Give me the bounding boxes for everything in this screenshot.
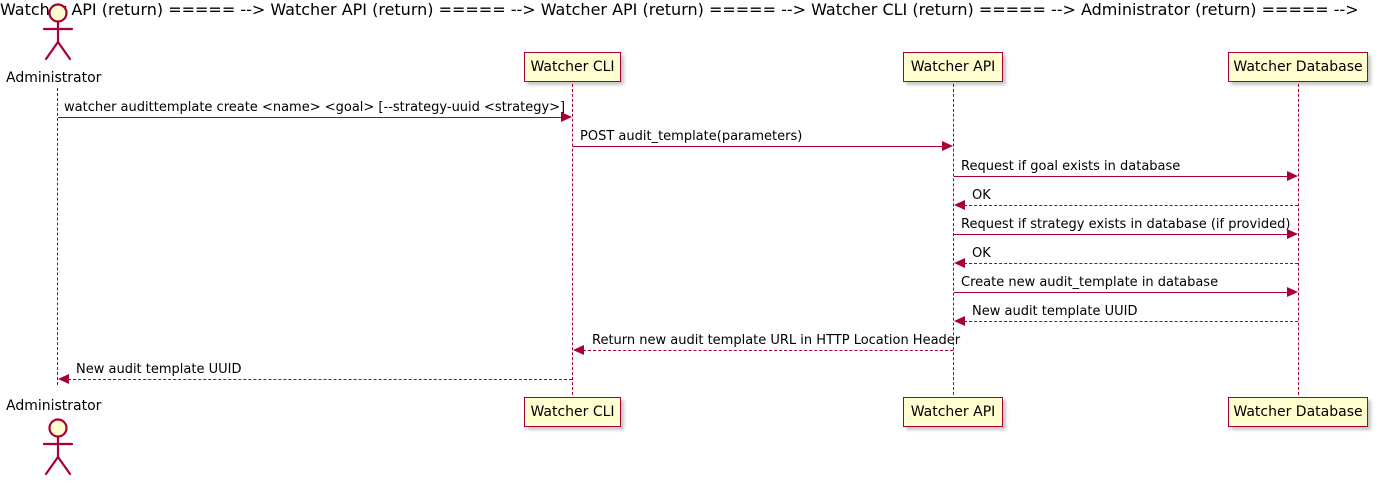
participant-label-watcher-api-bottom: Watcher API <box>910 404 996 420</box>
message-line-8 <box>583 350 953 351</box>
participant-box-watcher-cli-bottom[interactable]: Watcher CLI <box>524 397 621 427</box>
participant-label-watcher-api-top: Watcher API <box>910 59 996 75</box>
message-arrowhead-8 <box>573 345 584 355</box>
participant-box-watcher-database-bottom[interactable]: Watcher Database <box>1228 397 1368 427</box>
message-label-8: Return new audit template URL in HTTP Lo… <box>592 333 961 348</box>
message-line-2 <box>954 176 1288 177</box>
message-label-7: New audit template UUID <box>972 304 1138 319</box>
message-label-1: POST audit_template(parameters) <box>580 129 803 144</box>
actor-administrator-top <box>30 2 86 68</box>
lifeline-watcher-database <box>1298 84 1299 395</box>
participant-label-watcher-database-top: Watcher Database <box>1233 59 1363 75</box>
message-arrowhead-6 <box>1287 287 1298 297</box>
message-line-9 <box>68 379 572 380</box>
message-label-9: New audit template UUID <box>76 362 242 377</box>
actor-label-administrator-top: Administrator <box>6 70 102 86</box>
message-line-1 <box>573 146 943 147</box>
message-line-5 <box>964 263 1298 264</box>
message-label-6: Create new audit_template in database <box>961 275 1219 290</box>
lifeline-watcher-api <box>953 84 954 395</box>
participant-box-watcher-api-top[interactable]: Watcher API <box>903 52 1003 82</box>
message-line-7 <box>964 321 1298 322</box>
message-label-4: Request if strategy exists in database (… <box>961 217 1291 232</box>
message-label-3: OK <box>972 188 991 203</box>
message-line-3 <box>964 205 1298 206</box>
actor-administrator-bottom <box>30 417 86 483</box>
message-arrowhead-5 <box>954 258 965 268</box>
message-line-4 <box>954 234 1288 235</box>
participant-box-watcher-cli-top[interactable]: Watcher CLI <box>524 52 621 82</box>
message-label-5: OK <box>972 246 991 261</box>
message-arrowhead-0 <box>561 112 572 122</box>
message-line-0 <box>58 117 562 118</box>
message-label-0: watcher audittemplate create <name> <goa… <box>64 100 566 115</box>
message-arrowhead-3 <box>954 200 965 210</box>
message-arrowhead-1 <box>942 141 953 151</box>
lifeline-administrator <box>57 88 58 385</box>
message-arrowhead-2 <box>1287 171 1298 181</box>
message-line-6 <box>954 292 1288 293</box>
message-arrowhead-7 <box>954 316 965 326</box>
participant-box-watcher-api-bottom[interactable]: Watcher API <box>903 397 1003 427</box>
participant-label-watcher-cli-bottom: Watcher CLI <box>530 404 615 420</box>
actor-label-administrator-bottom: Administrator <box>6 398 102 414</box>
message-arrowhead-9 <box>58 374 69 384</box>
lifeline-watcher-cli <box>572 84 573 395</box>
participant-box-watcher-database-top[interactable]: Watcher Database <box>1228 52 1368 82</box>
participant-label-watcher-cli-top: Watcher CLI <box>530 59 615 75</box>
participant-label-watcher-database-bottom: Watcher Database <box>1233 404 1363 420</box>
message-arrowhead-4 <box>1287 229 1298 239</box>
message-label-2: Request if goal exists in database <box>961 159 1181 174</box>
